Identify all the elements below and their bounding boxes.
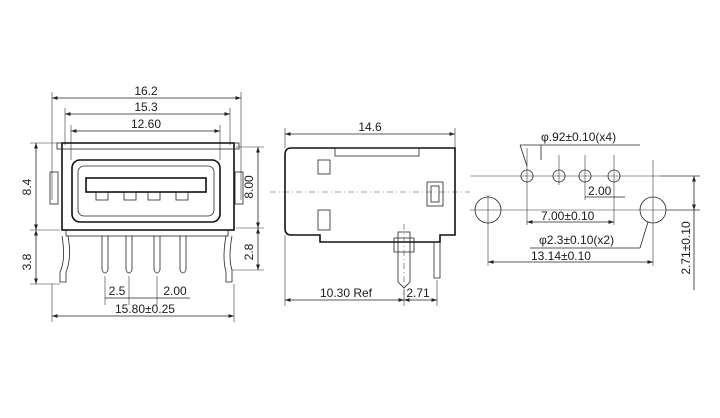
contact-tongue <box>85 177 207 193</box>
dim-reference: 10.30 Ref <box>320 286 373 300</box>
contact-4 <box>175 191 189 201</box>
front-view: 16.2 15.3 12.60 8.4 <box>20 84 264 322</box>
right-latch <box>234 171 244 205</box>
pin-hole-3 <box>578 169 592 183</box>
right-mount-leg <box>223 235 233 283</box>
side-pin-collar <box>393 237 415 253</box>
dim-leg-right: 2.8 <box>242 243 256 260</box>
dim-overall-width: 16.2 <box>134 84 158 98</box>
dim-hole-pitch: 2.00 <box>588 184 612 198</box>
usb-opening-outer <box>71 159 221 223</box>
dim-vertical: 2.71±0.10 <box>679 221 693 275</box>
contact-3 <box>147 191 161 201</box>
dim-leg-left: 3.8 <box>20 253 34 270</box>
front-flange <box>56 142 240 150</box>
mount-hole-left <box>474 196 502 224</box>
pin-hole-1 <box>520 169 534 183</box>
dim-opening-width: 12.60 <box>131 117 161 131</box>
side-view: 14.6 10.30 Ref 2.71 <box>270 120 470 306</box>
side-window-bottom <box>317 209 331 231</box>
contact-2 <box>123 191 137 201</box>
front-housing <box>61 142 235 231</box>
dim-height-left: 8.4 <box>20 178 34 195</box>
side-latch-inner <box>430 185 440 203</box>
side-window-top <box>317 159 331 175</box>
side-pin-main <box>397 231 411 289</box>
side-mount-leg <box>433 242 441 279</box>
pin-hole-4 <box>607 169 621 183</box>
dim-pin-hole: φ.92±0.10(x4) <box>541 130 616 144</box>
contact-1 <box>95 191 109 201</box>
dim-pin-offset: 2.71 <box>406 286 430 300</box>
front-base <box>65 229 229 237</box>
side-housing <box>284 147 456 243</box>
side-latch <box>426 181 444 207</box>
left-mount-leg <box>59 235 70 283</box>
pin-hole-2 <box>552 169 566 183</box>
usb-opening-inner <box>77 165 215 217</box>
dim-inner-width: 15.3 <box>134 100 158 114</box>
dim-height-right: 8.00 <box>242 175 256 199</box>
dim-outer-holes: 7.00±0.10 <box>541 209 595 223</box>
dim-mount-hole: φ2.3±0.10(x2) <box>539 233 614 247</box>
dim-pitch-offset: 2.5 <box>109 284 126 298</box>
pcb-footprint: φ.92±0.10(x4) 2.00 7.00±0.10 φ2.3±0.10(x… <box>470 130 700 290</box>
dim-pitch: 2.00 <box>163 284 187 298</box>
dim-length: 14.6 <box>358 120 382 134</box>
left-latch <box>49 171 59 205</box>
dim-bottom-width: 15.80±0.25 <box>115 302 175 316</box>
side-top-rib <box>334 147 420 157</box>
front-pins <box>101 236 187 274</box>
dim-mount-span: 13.14±0.10 <box>531 249 591 263</box>
